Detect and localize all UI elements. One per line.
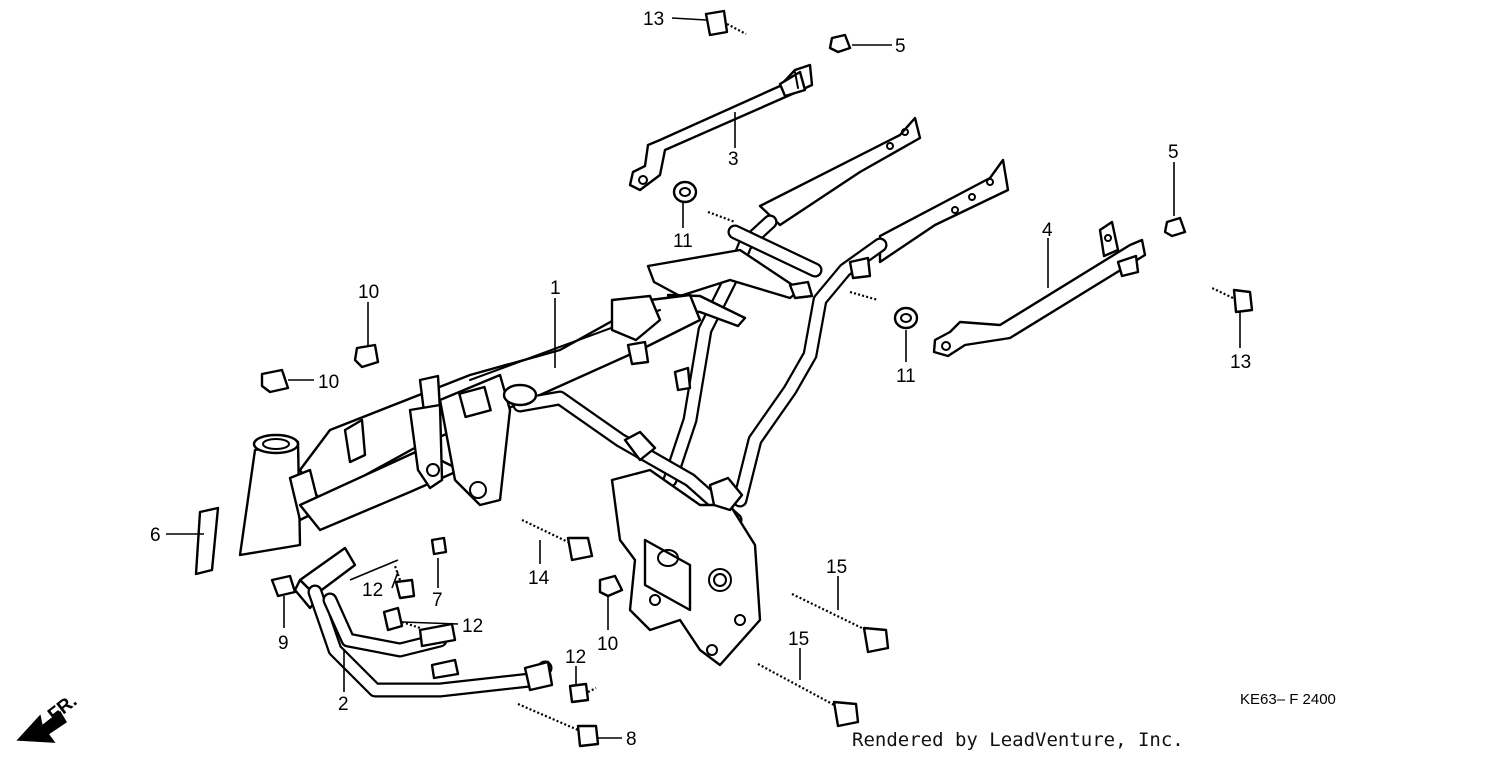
bolt-12-c: [568, 682, 597, 704]
callout-8: 8: [626, 729, 637, 750]
frame-pad-part: [194, 506, 220, 576]
nut-5-right: [1163, 216, 1187, 238]
label-plate-part: [430, 536, 448, 556]
diagram-code: KE63– F 2400: [1240, 691, 1336, 708]
callout-6: 6: [150, 525, 161, 546]
bolt-8: [517, 702, 600, 748]
callout-12-b: 12: [462, 616, 483, 637]
callout-1: 1: [550, 278, 561, 299]
nut-9: [270, 574, 297, 598]
bolt-15-lower: [757, 663, 860, 728]
side-stay-part: [932, 220, 1147, 358]
callout-3: 3: [728, 149, 739, 170]
callout-11-upper: 11: [673, 231, 693, 252]
nut-5-top: [828, 33, 852, 54]
bolt-13-right: [1211, 287, 1254, 314]
bolt-13-top: [704, 9, 747, 37]
callout-4: 4: [1042, 220, 1053, 241]
bolt-12-b: [382, 606, 421, 632]
nut-10-left: [260, 368, 290, 394]
callout-5-top: 5: [895, 36, 906, 57]
callout-labels: 13 5 3 11 5 4 13 11 1 10 10 6 9 7 12 12 …: [150, 9, 1251, 750]
bolt-15-upper: [791, 593, 890, 654]
nut-10-upper: [353, 343, 380, 369]
callout-10-left: 10: [318, 372, 339, 393]
washer-11-right: [893, 306, 919, 330]
leader-lines: [166, 17, 1241, 739]
callout-7: 7: [432, 590, 443, 611]
callout-9: 9: [278, 633, 289, 654]
upper-stay-part: [628, 63, 814, 192]
callout-12-a: 12: [362, 580, 383, 601]
callout-11-right: 11: [896, 366, 916, 387]
washer-11-upper: [672, 180, 698, 204]
callout-5-right: 5: [1168, 142, 1179, 163]
callout-10-upper: 10: [358, 282, 379, 303]
engine-hanger-part: [293, 546, 554, 698]
callout-2: 2: [338, 694, 349, 715]
main-frame-part: [238, 116, 1010, 667]
nut-10-lower: [598, 574, 624, 598]
render-credit: Rendered by LeadVenture, Inc.: [852, 729, 1184, 751]
bolt-14: [521, 519, 594, 562]
callout-15-upper: 15: [826, 557, 847, 578]
callout-10-lower: 10: [597, 634, 618, 655]
callout-14: 14: [528, 568, 550, 589]
front-direction-arrow-icon: FR.: [16, 691, 81, 743]
callout-12-c: 12: [565, 647, 586, 668]
bolt-12-a: [393, 565, 416, 600]
callout-15-lower: 15: [788, 629, 809, 650]
callout-13-top: 13: [643, 9, 664, 30]
callout-13-right: 13: [1230, 352, 1251, 373]
